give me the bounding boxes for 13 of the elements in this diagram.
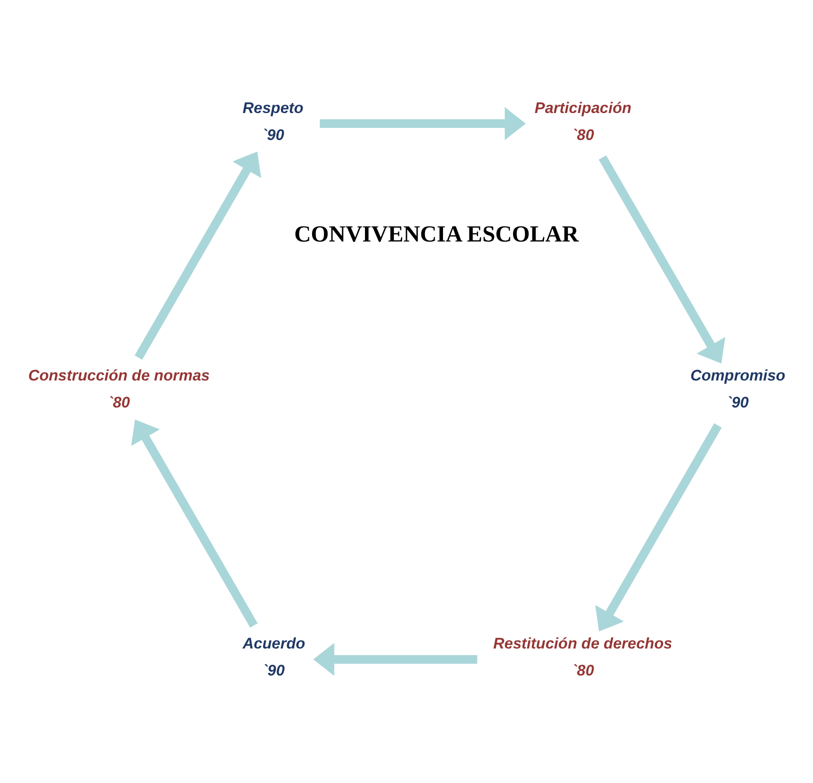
arrow: [598, 155, 726, 364]
node-text: Participación `80: [534, 100, 632, 144]
arrow: [320, 107, 526, 140]
node-text: Acuerdo `90: [242, 636, 306, 680]
node-text: Respeto `90: [242, 100, 304, 144]
node-text: Construcción de normas `80: [28, 368, 210, 412]
arrow: [313, 642, 478, 676]
arrow: [134, 152, 262, 360]
label: CONVIVENCIA ESCOLAR: [294, 221, 579, 248]
node-text: Restitución de derechos `80: [493, 636, 672, 680]
node-text: Compromiso `90: [690, 368, 786, 412]
arrow: [131, 420, 258, 628]
arrow: [595, 423, 722, 632]
